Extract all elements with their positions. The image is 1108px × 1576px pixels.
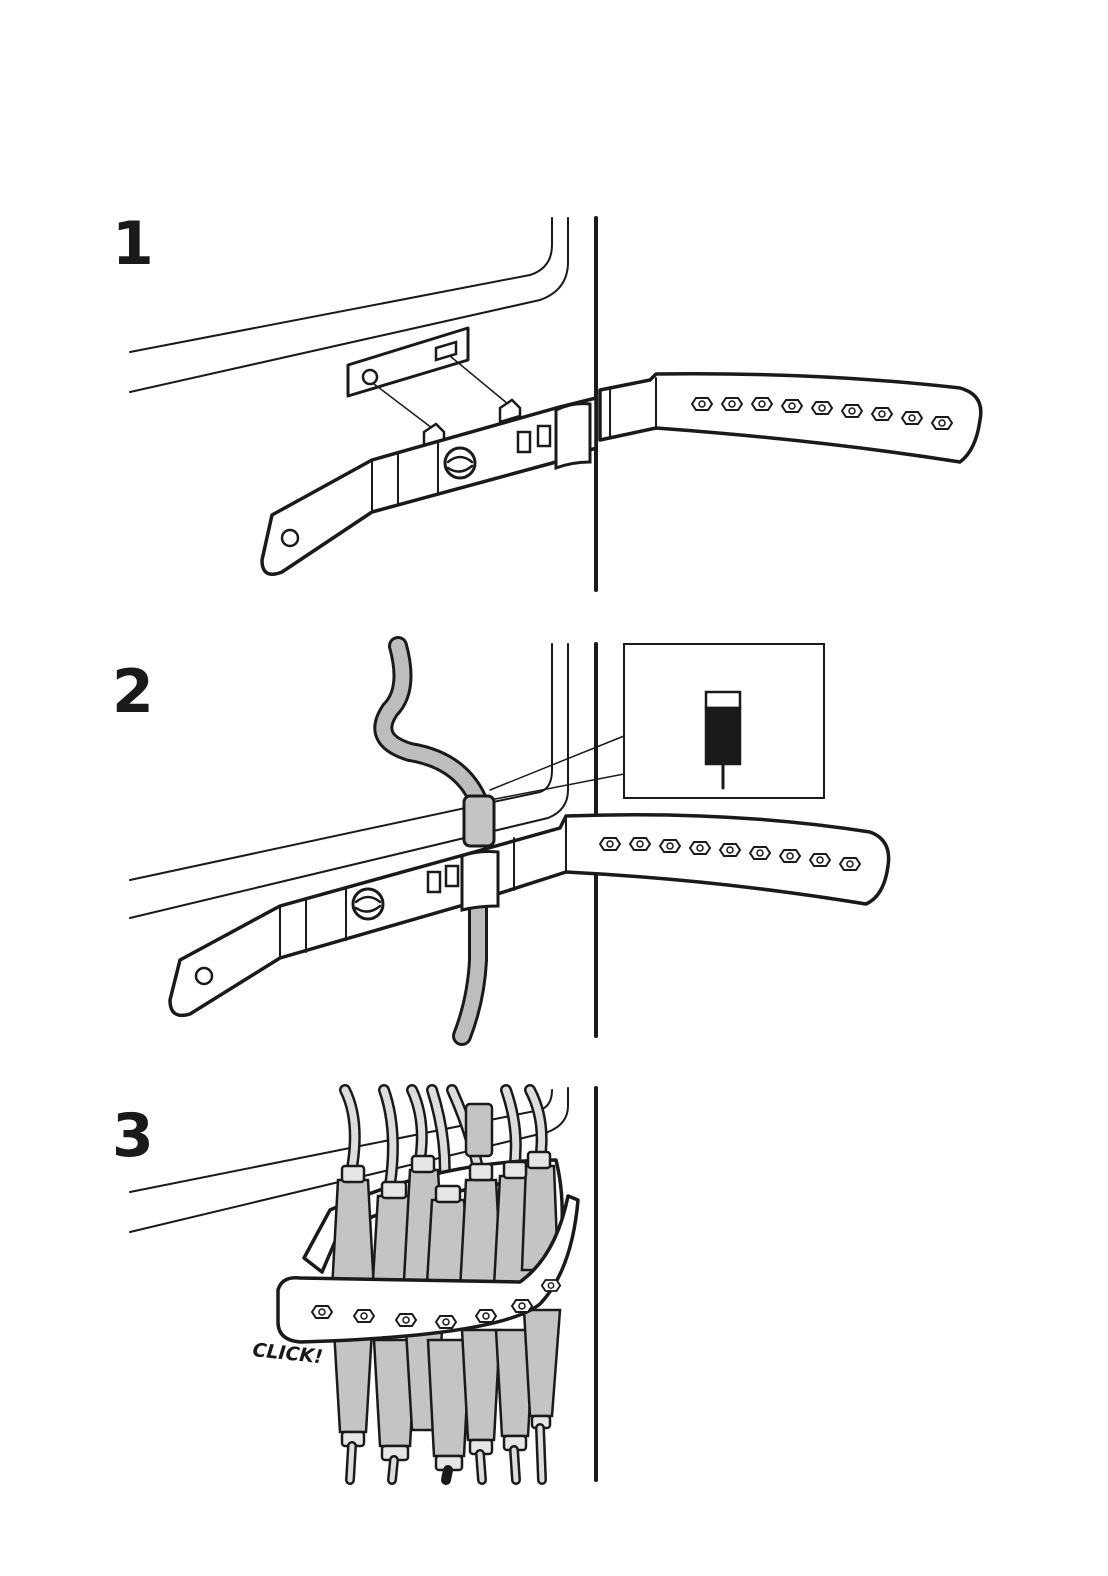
strap-hole-icon bbox=[512, 1300, 532, 1312]
strap-round-connector-icon bbox=[353, 889, 383, 919]
strap-hole-icon bbox=[436, 1316, 456, 1328]
step-3-illustration: CLICK! bbox=[130, 1088, 596, 1480]
detail-tie-body bbox=[706, 708, 740, 764]
strap-hole-icon bbox=[842, 405, 862, 417]
strap-hole-icon bbox=[396, 1314, 416, 1326]
strap-hole-icon bbox=[630, 838, 650, 850]
strap-hole-icon bbox=[660, 840, 680, 852]
strap-hole-icon bbox=[872, 408, 892, 420]
strap-hole-icon bbox=[782, 400, 802, 412]
strap-hole-icon bbox=[902, 412, 922, 424]
strap-hole-icon bbox=[722, 398, 742, 410]
strap-hole-icon bbox=[542, 1280, 560, 1291]
detail-tie-top bbox=[706, 692, 740, 708]
cable-strap-base bbox=[262, 398, 596, 574]
strap-hole-icon bbox=[690, 842, 710, 854]
strap-hole-icon bbox=[932, 417, 952, 429]
strap-hole-icon bbox=[354, 1310, 374, 1322]
cable-strap-band bbox=[600, 374, 981, 462]
guide-line-right bbox=[450, 356, 508, 404]
click-label: CLICK! bbox=[251, 1339, 323, 1368]
strap-hole-icon bbox=[752, 398, 772, 410]
strap-hole-icon bbox=[810, 854, 830, 866]
strap-slot-b bbox=[538, 426, 550, 446]
strap-clip bbox=[462, 852, 498, 911]
strap-hole-icon bbox=[476, 1310, 496, 1322]
cable-tie bbox=[464, 796, 494, 846]
mount-plate-slot-icon bbox=[436, 342, 456, 360]
strap-round-connector-icon bbox=[445, 448, 475, 478]
strap-hole-icon bbox=[600, 838, 620, 850]
cable-upper bbox=[383, 646, 478, 800]
strap-end-hole-icon bbox=[196, 968, 212, 984]
guide-line-left bbox=[374, 384, 432, 428]
strap-hole-icon bbox=[780, 850, 800, 862]
tv-back-edge bbox=[130, 218, 552, 352]
strap-slot-b bbox=[446, 866, 458, 886]
step-2-illustration bbox=[130, 644, 889, 1036]
strap-hole-icon bbox=[812, 402, 832, 414]
strap-clip bbox=[556, 404, 590, 468]
strap-slot-a bbox=[518, 432, 530, 452]
strap-hole-icon bbox=[840, 858, 860, 870]
cable-tie bbox=[466, 1104, 492, 1156]
strap-hole-icon bbox=[750, 847, 770, 859]
strap-slot-a bbox=[428, 872, 440, 892]
callout-pointer bbox=[490, 736, 624, 800]
strap-end-hole-icon bbox=[282, 530, 298, 546]
strap-hole-icon bbox=[312, 1306, 332, 1318]
cable-strap-band bbox=[170, 815, 889, 1016]
strap-hole-icon bbox=[720, 844, 740, 856]
strap-hole-icon bbox=[692, 398, 712, 410]
step-1-illustration bbox=[130, 218, 981, 590]
mount-plate-hole-icon bbox=[363, 370, 377, 384]
